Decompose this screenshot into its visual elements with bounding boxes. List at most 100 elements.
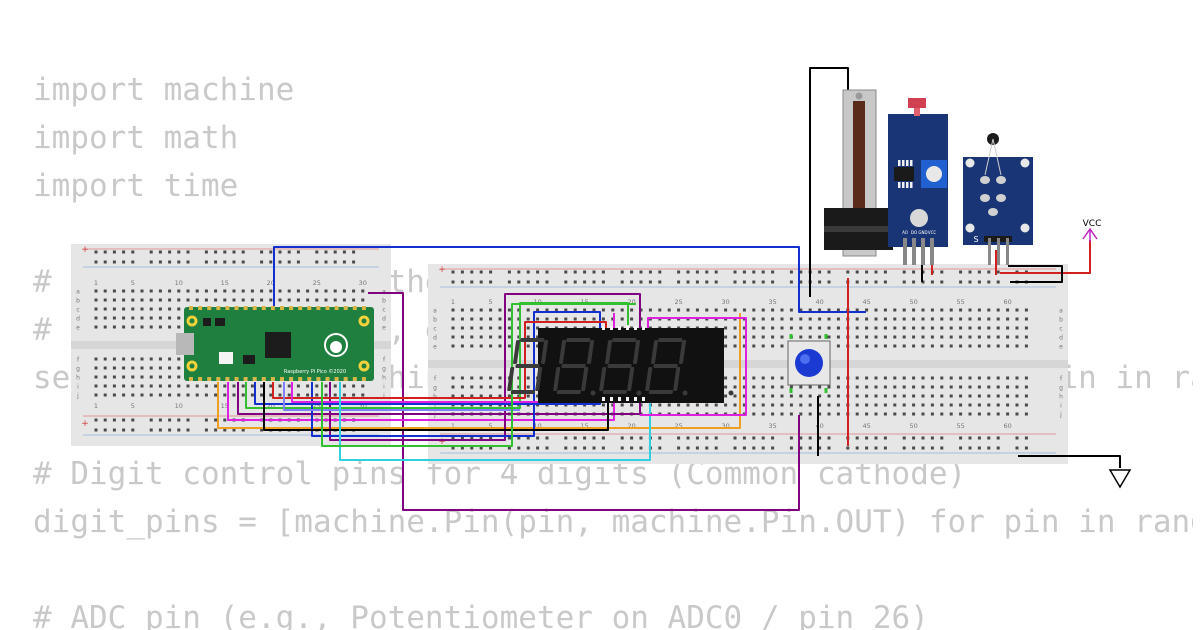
strip-hole[interactable] [158, 298, 162, 302]
strip-hole[interactable] [324, 384, 328, 388]
pico-pin[interactable] [298, 377, 303, 381]
strip-hole[interactable] [103, 384, 107, 388]
ldr-pin[interactable] [921, 238, 925, 265]
rail-hole[interactable] [752, 446, 756, 450]
rail-hole[interactable] [630, 436, 634, 440]
strip-hole[interactable] [949, 403, 953, 407]
strip-hole[interactable] [912, 412, 916, 416]
strip-hole[interactable] [592, 308, 596, 312]
strip-hole[interactable] [977, 344, 981, 348]
strip-hole[interactable] [630, 403, 634, 407]
strip-hole[interactable] [479, 308, 483, 312]
strip-hole[interactable] [1015, 308, 1019, 312]
rail-hole[interactable] [855, 280, 859, 284]
strip-hole[interactable] [902, 376, 906, 380]
rail-hole[interactable] [545, 436, 549, 440]
rail-hole[interactable] [296, 250, 300, 254]
strip-hole[interactable] [241, 393, 245, 397]
strip-hole[interactable] [168, 366, 172, 370]
strip-hole[interactable] [460, 335, 464, 339]
rail-hole[interactable] [177, 250, 181, 254]
strip-hole[interactable] [177, 298, 181, 302]
strip-hole[interactable] [158, 316, 162, 320]
strip-hole[interactable] [232, 298, 236, 302]
rail-hole[interactable] [158, 260, 162, 264]
strip-hole[interactable] [771, 344, 775, 348]
strip-hole[interactable] [940, 385, 944, 389]
strip-hole[interactable] [686, 308, 690, 312]
strip-hole[interactable] [158, 393, 162, 397]
strip-hole[interactable] [122, 316, 126, 320]
rail-hole[interactable] [686, 446, 690, 450]
strip-hole[interactable] [460, 317, 464, 321]
strip-hole[interactable] [865, 403, 869, 407]
strip-hole[interactable] [789, 308, 793, 312]
strip-hole[interactable] [789, 412, 793, 416]
strip-hole[interactable] [818, 412, 822, 416]
strip-hole[interactable] [333, 384, 337, 388]
strip-hole[interactable] [968, 394, 972, 398]
strip-hole[interactable] [771, 403, 775, 407]
rail-hole[interactable] [287, 260, 291, 264]
strip-hole[interactable] [930, 376, 934, 380]
usb-port[interactable] [176, 333, 194, 355]
pico-pin[interactable] [261, 306, 266, 310]
rail-hole[interactable] [168, 428, 172, 432]
strip-hole[interactable] [742, 376, 746, 380]
strip-hole[interactable] [158, 325, 162, 329]
rail-hole[interactable] [536, 446, 540, 450]
strip-hole[interactable] [287, 393, 291, 397]
rail-hole[interactable] [883, 270, 887, 274]
strip-hole[interactable] [479, 394, 483, 398]
rail-hole[interactable] [315, 260, 319, 264]
strip-hole[interactable] [112, 384, 116, 388]
rail-hole[interactable] [573, 270, 577, 274]
strip-hole[interactable] [361, 298, 365, 302]
strip-hole[interactable] [968, 335, 972, 339]
strip-hole[interactable] [278, 289, 282, 293]
strip-hole[interactable] [883, 385, 887, 389]
strip-hole[interactable] [177, 375, 181, 379]
strip-hole[interactable] [526, 376, 530, 380]
strip-hole[interactable] [479, 344, 483, 348]
strip-hole[interactable] [836, 385, 840, 389]
strip-hole[interactable] [470, 317, 474, 321]
strip-hole[interactable] [987, 335, 991, 339]
thermistor-module[interactable]: S [963, 133, 1033, 265]
rail-hole[interactable] [742, 436, 746, 440]
wire-purple[interactable] [237, 293, 641, 441]
rail-hole[interactable] [112, 418, 116, 422]
strip-hole[interactable] [808, 403, 812, 407]
ldr-pin[interactable] [912, 238, 916, 265]
strip-hole[interactable] [526, 335, 530, 339]
display-pin[interactable] [634, 397, 637, 401]
strip-hole[interactable] [168, 384, 172, 388]
strip-hole[interactable] [489, 394, 493, 398]
strip-hole[interactable] [808, 335, 812, 339]
strip-hole[interactable] [883, 403, 887, 407]
wire-red[interactable] [272, 321, 607, 399]
strip-hole[interactable] [195, 298, 199, 302]
strip-hole[interactable] [103, 366, 107, 370]
strip-hole[interactable] [724, 376, 728, 380]
strip-hole[interactable] [1024, 385, 1028, 389]
strip-hole[interactable] [987, 403, 991, 407]
strip-hole[interactable] [855, 344, 859, 348]
rail-hole[interactable] [959, 280, 963, 284]
rail-hole[interactable] [470, 446, 474, 450]
rail-hole[interactable] [223, 260, 227, 264]
strip-hole[interactable] [752, 403, 756, 407]
strip-hole[interactable] [1015, 394, 1019, 398]
display-pin[interactable] [626, 397, 629, 401]
strip-hole[interactable] [1024, 308, 1028, 312]
strip-hole[interactable] [333, 289, 337, 293]
strip-hole[interactable] [930, 394, 934, 398]
strip-hole[interactable] [808, 326, 812, 330]
strip-hole[interactable] [611, 403, 615, 407]
strip-hole[interactable] [959, 326, 963, 330]
strip-hole[interactable] [620, 317, 624, 321]
strip-hole[interactable] [296, 289, 300, 293]
strip-hole[interactable] [883, 412, 887, 416]
pico-pin[interactable] [252, 306, 257, 310]
strip-hole[interactable] [545, 317, 549, 321]
